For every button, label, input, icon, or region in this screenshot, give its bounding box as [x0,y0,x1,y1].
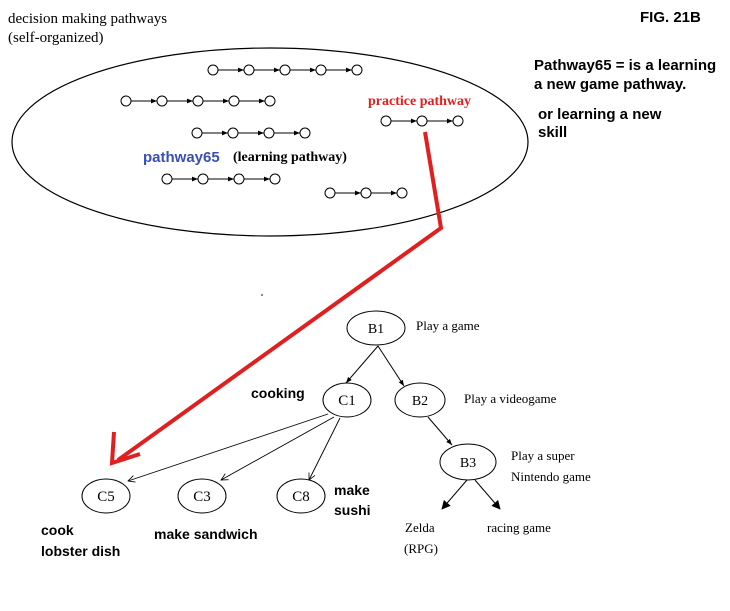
stray-dot [261,294,263,296]
node-c3-label: C3 [193,489,211,505]
chain-node [264,95,276,107]
pathway65-note-line1: Pathway65 = is a learning [534,57,716,74]
label-play-super-line1: Play a super [511,448,575,463]
pathway65-label: pathway65 [143,149,220,166]
label-make-sushi-line1: make [334,482,370,498]
edge-b3-zelda [441,479,468,510]
node-c1: C1 [322,382,372,418]
label-cook-line1: cook [41,522,74,538]
chain-node [120,95,132,107]
edge-c1-c3 [221,416,335,480]
chain-node [299,127,311,139]
diagram-title-line2: (self-organized) [8,30,104,46]
node-c5: C5 [81,478,131,514]
chain-bottom [324,187,408,199]
red-arrowhead [109,431,141,466]
chain-node [192,95,204,107]
chain-node [227,127,239,139]
label-racing-game: racing game [487,520,551,535]
learning-pathway-label: (learning pathway) [233,150,347,165]
chain-node [156,95,168,107]
chain-node [360,187,372,199]
chain-node [191,127,203,139]
chain-node [207,64,219,76]
label-make-sushi-line2: sushi [334,502,371,518]
node-b3: B3 [439,443,497,481]
pathways-ellipse [11,47,529,237]
node-b2: B2 [394,382,446,418]
chain-node [228,95,240,107]
pathway-chains [120,64,464,199]
edge-b1-b2 [377,345,405,387]
label-cook-line2: lobster dish [41,543,120,559]
node-c8-label: C8 [292,489,310,505]
label-rpg: (RPG) [404,541,438,556]
label-play-game: Play a game [416,318,480,333]
pathway65-note-line2: a new game pathway. [534,76,686,93]
chain-node [351,64,363,76]
chain-node [380,115,392,127]
chain-node [279,64,291,76]
edge-c1-c5 [128,413,329,481]
chain-second [120,95,276,107]
node-b1: B1 [346,310,406,346]
chain-node [161,173,173,185]
label-cooking: cooking [251,385,305,401]
chain-node [315,64,327,76]
practice-pathway-label: practice pathway [368,94,471,109]
chain-node [324,187,336,199]
chain-practice [380,115,464,127]
skill-note-line1: or learning a new [538,106,662,123]
edge-c1-c8 [309,417,341,480]
figure-label: FIG. 21B [640,9,701,26]
node-c3: C3 [177,478,227,514]
chain-node [243,64,255,76]
node-c8: C8 [276,478,326,514]
label-play-super-line2: Nintendo game [511,469,591,484]
label-play-videogame: Play a videogame [464,391,557,406]
chain-top [207,64,363,76]
skill-note-line2: skill [538,124,567,141]
label-zelda: Zelda [405,520,435,535]
node-b1-label: B1 [368,322,384,337]
chain-node [269,173,281,185]
chain-pathway65 [161,173,281,185]
node-c5-label: C5 [97,489,115,505]
node-b3-label: B3 [460,456,476,471]
chain-node [396,187,408,199]
chain-node [416,115,428,127]
node-b2-label: B2 [412,394,428,409]
chain-node [452,115,464,127]
chain-node [197,173,209,185]
diagram-title-line1: decision making pathways [8,11,167,27]
chain-third [191,127,311,139]
edge-b1-c1 [345,345,379,384]
chain-node [263,127,275,139]
node-c1-label: C1 [338,393,356,409]
red-link-arrow [116,131,444,462]
chain-node [233,173,245,185]
edge-b2-b3 [427,416,453,446]
label-make-sandwich: make sandwich [154,526,258,542]
edge-b3-racing [474,479,501,510]
